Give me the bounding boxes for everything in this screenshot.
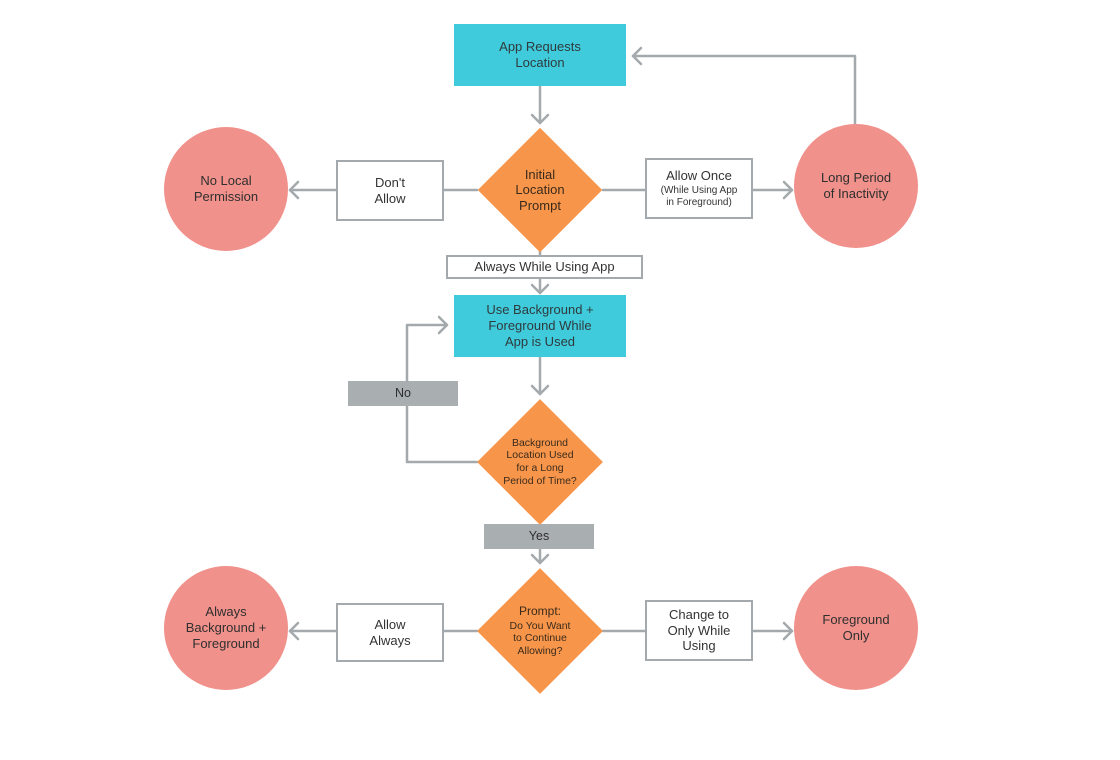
decision-prompt-sub-label: Do You Want to Continue Allowing? [509,619,571,657]
option-allow-once: Allow Once (While Using App in Foregroun… [645,158,753,219]
option-allow-always: Allow Always [336,603,444,662]
option-dont-allow: Don't Allow [336,160,444,221]
decision-background-location-used: Background Location Used for a Long Peri… [477,398,603,526]
option-allow-once-label: Allow Once [666,167,732,183]
decision-prompt-label: Prompt: [518,604,561,619]
decision-initial-location-prompt: Initial Location Prompt [477,127,603,253]
label-yes: Yes [484,524,594,549]
terminal-long-period-of-inactivity: Long Period of Inactivity [794,124,918,248]
option-always-while-using-app: Always While Using App [446,255,643,279]
node-app-requests-location: App Requests Location [454,24,626,86]
terminal-foreground-only: Foreground Only [794,566,918,690]
option-allow-once-sub-label: (While Using App in Foreground) [660,185,738,209]
decision-background-location-used-label: Background Location Used for a Long Peri… [503,436,577,487]
node-use-background-foreground: Use Background + Foreground While App is… [454,295,626,357]
option-change-to-only-while-using: Change to Only While Using [645,600,753,661]
decision-prompt-continue-allowing: Prompt: Do You Want to Continue Allowing… [477,567,603,695]
terminal-always-background-foreground: Always Background + Foreground [164,566,288,690]
label-no: No [348,381,458,406]
decision-initial-location-prompt-label: Initial Location Prompt [515,166,565,213]
terminal-no-local-permission: No Local Permission [164,127,288,251]
